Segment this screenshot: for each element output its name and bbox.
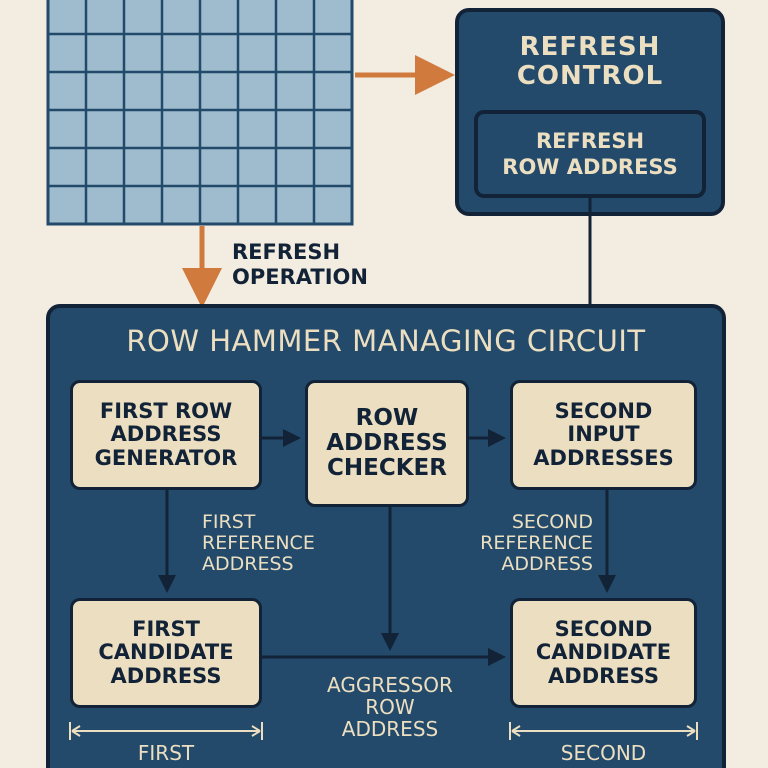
second-reference-address-label: SECOND REFERENCE ADDRESS bbox=[480, 511, 593, 575]
second-candidate-address-box: SECOND CANDIDATE ADDRESS bbox=[510, 598, 697, 708]
refresh-control-title: REFRESH CONTROL bbox=[516, 32, 664, 91]
second-input-addresses-box: SECOND INPUT ADDRESSES bbox=[510, 380, 697, 490]
aggressor-row-address-label: AGGRESSOR ROW ADDRESS bbox=[327, 673, 453, 741]
second-span-indicator bbox=[509, 722, 698, 740]
first-span-label: FIRST bbox=[137, 741, 195, 765]
row-hammer-title: ROW HAMMER MANAGING CIRCUIT bbox=[126, 324, 646, 358]
first-span-indicator bbox=[69, 722, 263, 740]
first-reference-address-label: FIRST REFERENCE ADDRESS bbox=[202, 511, 315, 575]
refresh-row-address-label: REFRESH ROW ADDRESS bbox=[502, 129, 678, 180]
memory-cell-array bbox=[46, 0, 354, 226]
second-span-label: SECOND bbox=[560, 741, 647, 765]
refresh-operation-label: REFRESH OPERATION bbox=[232, 240, 368, 290]
first-candidate-address-box: FIRST CANDIDATE ADDRESS bbox=[70, 598, 262, 708]
row-address-checker-box: ROW ADDRESS CHECKER bbox=[305, 380, 469, 507]
first-row-address-generator-box: FIRST ROW ADDRESS GENERATOR bbox=[70, 380, 262, 490]
